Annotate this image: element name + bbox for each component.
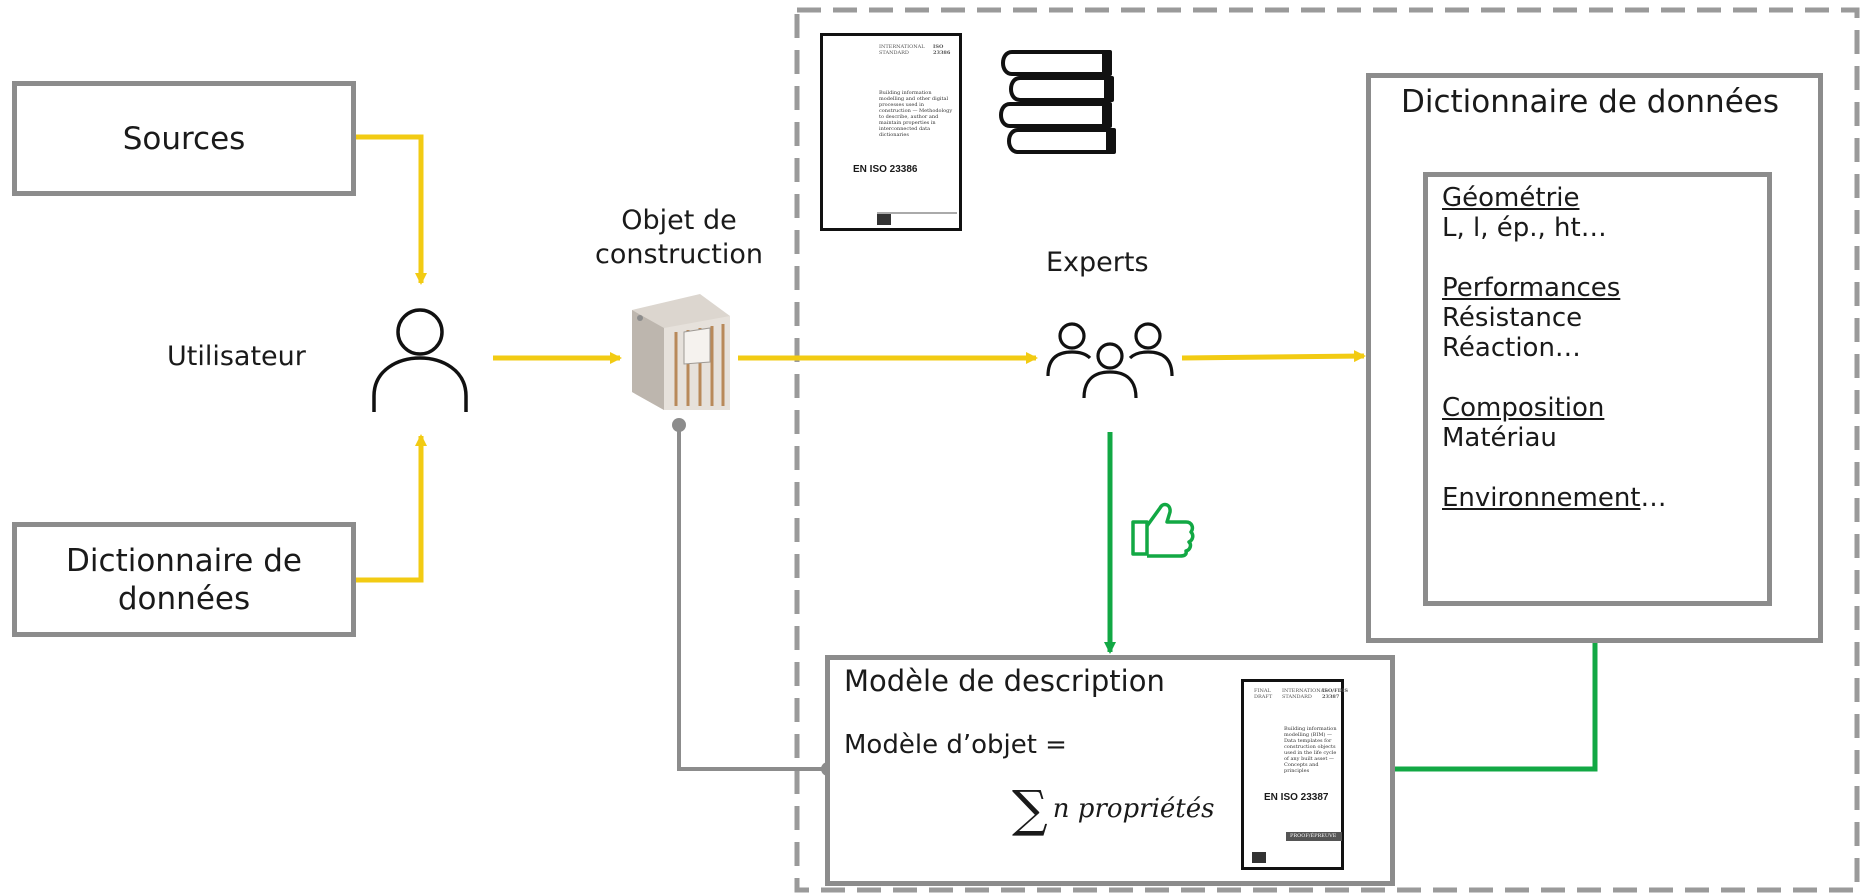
sources-box: Sources	[12, 81, 356, 196]
dictionary-source-box: Dictionnaire de données	[12, 522, 356, 637]
experts-label: Experts	[1046, 247, 1149, 278]
data-dictionary-title: Dictionnaire de données	[1401, 84, 1779, 120]
property-value-material: Matériau	[1442, 423, 1557, 453]
sources-label: Sources	[122, 120, 246, 157]
thumbs-up-icon	[1131, 502, 1195, 558]
property-heading-geometry: Géométrie	[1442, 183, 1580, 213]
properties-box: Géométrie L, l, ép., ht… Performances Ré…	[1423, 172, 1772, 606]
property-value-geometry: L, l, ép., ht…	[1442, 213, 1607, 243]
standard-bottom-header-right: ISO/FDIS 23387	[1322, 688, 1348, 700]
property-environment-ellipsis: …	[1640, 483, 1667, 513]
standard-bottom-header-mid: INTERNATIONAL STANDARD	[1282, 688, 1328, 700]
object-label-line2: construction	[595, 239, 763, 270]
link-dot-object	[672, 418, 686, 432]
standard-bottom-code: EN ISO 23387	[1264, 792, 1329, 803]
experts-icon	[1046, 322, 1174, 399]
object-model-label: Modèle d’objet =	[844, 730, 1067, 760]
arrow-dictionary-to-user	[355, 434, 427, 583]
property-value-resistance: Résistance	[1442, 303, 1583, 333]
property-value-reaction: Réaction…	[1442, 333, 1581, 363]
property-heading-environment: Environnement	[1442, 483, 1641, 513]
books-icon	[999, 50, 1116, 154]
sum-symbol: ∑	[1012, 780, 1048, 838]
dictionary-source-label: Dictionnaire de données	[66, 542, 302, 617]
standard-document-top: INTERNATIONAL STANDARD ISO 23386 Buildin…	[820, 33, 962, 231]
standard-bottom-banner-text: PROOF/ÉPREUVE	[1290, 833, 1337, 839]
property-heading-performances: Performances	[1442, 273, 1621, 303]
standard-document-bottom: FINAL DRAFT INTERNATIONAL STANDARD ISO/F…	[1241, 679, 1348, 870]
arrow-experts-to-dictionary	[1181, 350, 1366, 363]
property-heading-composition: Composition	[1442, 393, 1605, 423]
description-model-box: Modèle de description Modèle d’objet = ∑…	[825, 655, 1395, 886]
object-label: Objet de construction	[578, 204, 780, 272]
arrow-sources-to-user	[355, 134, 427, 285]
standard-top-code: EN ISO 23386	[853, 164, 918, 175]
data-dictionary-box: Dictionnaire de données Géométrie L, l, …	[1366, 73, 1823, 643]
user-icon	[372, 308, 468, 412]
link-object-to-model	[677, 425, 828, 771]
dashed-scope-frame	[794, 7, 1860, 893]
standard-top-title: Building information modelling and other…	[879, 90, 953, 138]
formula-text: n propriétés	[1052, 794, 1215, 824]
user-label: Utilisateur	[167, 341, 306, 372]
object-label-line1: Objet de	[621, 205, 737, 236]
standard-top-header-left: INTERNATIONAL STANDARD	[879, 44, 925, 56]
wall-icon	[632, 294, 730, 410]
iso-logo-bottom-icon	[1252, 852, 1266, 863]
description-model-title: Modèle de description	[844, 664, 1165, 698]
standard-top-header-right: ISO 23386	[933, 44, 951, 56]
property-environment: Environnement…	[1442, 483, 1753, 513]
properties-formula: ∑ n propriétés	[1012, 780, 1214, 838]
standard-bottom-title: Building information modelling (BIM) — D…	[1284, 726, 1337, 774]
standard-bottom-banner: PROOF/ÉPREUVE	[1286, 832, 1342, 841]
arrow-model-to-dictionary	[1394, 603, 1601, 772]
iso-logo-icon	[877, 214, 891, 225]
standard-bottom-header-left: FINAL DRAFT	[1254, 688, 1273, 700]
